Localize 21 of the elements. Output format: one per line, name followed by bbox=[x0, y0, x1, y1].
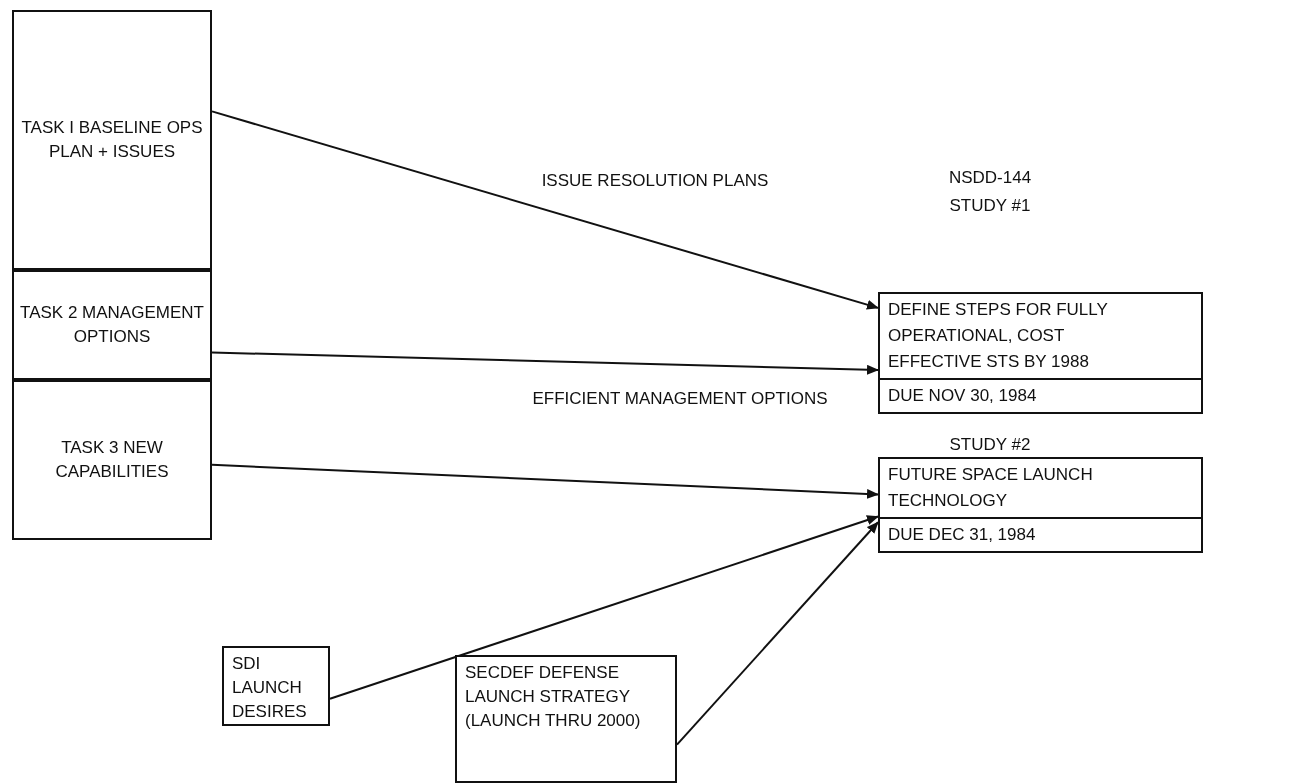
box-text: TASK 2 MANAGEMENT OPTIONS bbox=[19, 302, 205, 348]
box-text: TASK I BASELINE OPS PLAN + ISSUES bbox=[20, 117, 204, 163]
arrow bbox=[676, 521, 879, 746]
study-description: DEFINE STEPS FOR FULLY OPERATIONAL, COST EFFECTIVE STS BY 1988 bbox=[887, 299, 1109, 373]
study-heading: NSDD-144 STUDY #1 bbox=[947, 167, 1033, 217]
arrow bbox=[211, 110, 879, 310]
box-text: SECDEF DEFENSE LAUNCH STRATEGY (LAUNCH THRU 2000) bbox=[465, 663, 641, 730]
study-heading: STUDY #2 bbox=[948, 434, 1032, 456]
box-text: SDI LAUNCH DESIRES bbox=[232, 654, 307, 721]
input-box bbox=[455, 655, 677, 783]
box-text: TASK 3 NEW CAPABILITIES bbox=[54, 437, 170, 483]
study-description: FUTURE SPACE LAUNCH TECHNOLOGY bbox=[887, 464, 1094, 512]
arrow bbox=[211, 463, 879, 499]
task-box bbox=[12, 380, 212, 540]
task-box bbox=[12, 270, 212, 380]
due-date: DUE NOV 30, 1984 bbox=[880, 378, 1201, 412]
arrow bbox=[329, 515, 879, 700]
due-date: DUE DEC 31, 1984 bbox=[880, 517, 1201, 551]
task-box bbox=[12, 10, 212, 270]
input-box bbox=[222, 646, 330, 726]
arrow bbox=[211, 351, 879, 375]
